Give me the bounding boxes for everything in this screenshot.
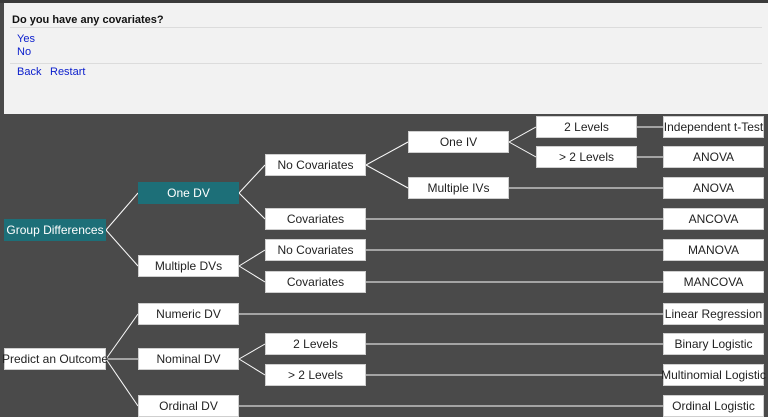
node-one-iv[interactable]: One IV	[408, 131, 509, 153]
node-predict-outcome[interactable]: Predict an Outcome	[2, 348, 108, 370]
tree-connectors	[105, 126, 663, 407]
node-iv-2-levels[interactable]: 2 Levels	[536, 116, 637, 138]
node-nominal-dv[interactable]: Nominal DV	[138, 348, 239, 370]
outcome-anova[interactable]: ANOVA	[663, 146, 764, 168]
node-iv-more-levels[interactable]: > 2 Levels	[536, 146, 637, 168]
top-bar	[0, 0, 768, 3]
node-multiple-dvs[interactable]: Multiple DVs	[138, 255, 239, 277]
outcome-anova-multiple-ivs[interactable]: ANOVA	[663, 177, 764, 199]
node-numeric-dv[interactable]: Numeric DV	[138, 303, 239, 325]
outcome-binary-logistic[interactable]: Binary Logistic	[663, 333, 764, 355]
outcome-mancova[interactable]: MANCOVA	[663, 271, 764, 293]
outcome-independent-t-test[interactable]: Independent t-Test	[663, 116, 764, 138]
answer-yes-link[interactable]: Yes	[17, 33, 35, 45]
divider	[10, 27, 762, 28]
back-link[interactable]: Back	[17, 66, 42, 78]
outcome-ordinal-logistic[interactable]: Ordinal Logistic	[663, 395, 764, 417]
node-nominal-more-levels[interactable]: > 2 Levels	[265, 364, 366, 386]
node-no-covariates-multi[interactable]: No Covariates	[265, 239, 366, 261]
question-text: Do you have any covariates?	[12, 14, 164, 26]
outcome-linear-regression[interactable]: Linear Regression	[663, 303, 764, 325]
outcome-ancova[interactable]: ANCOVA	[663, 208, 764, 230]
node-one-dv[interactable]: One DV	[138, 182, 239, 204]
node-ordinal-dv[interactable]: Ordinal DV	[138, 395, 239, 417]
outcome-multinomial-logistic[interactable]: Multinomial Logistic	[661, 364, 766, 386]
node-multiple-ivs[interactable]: Multiple IVs	[408, 177, 509, 199]
node-group-differences[interactable]: Group Differences	[4, 219, 106, 241]
node-no-covariates[interactable]: No Covariates	[265, 154, 366, 176]
restart-link[interactable]: Restart	[50, 66, 86, 78]
question-panel: Do you have any covariates? Yes No Back …	[4, 3, 768, 114]
node-covariates-multi[interactable]: Covariates	[265, 271, 366, 293]
node-nominal-2-levels[interactable]: 2 Levels	[265, 333, 366, 355]
divider	[10, 63, 762, 64]
decision-tree: Group Differences Predict an Outcome One…	[0, 114, 768, 417]
outcome-manova[interactable]: MANOVA	[663, 239, 764, 261]
answer-no-link[interactable]: No	[17, 46, 32, 58]
node-covariates[interactable]: Covariates	[265, 208, 366, 230]
